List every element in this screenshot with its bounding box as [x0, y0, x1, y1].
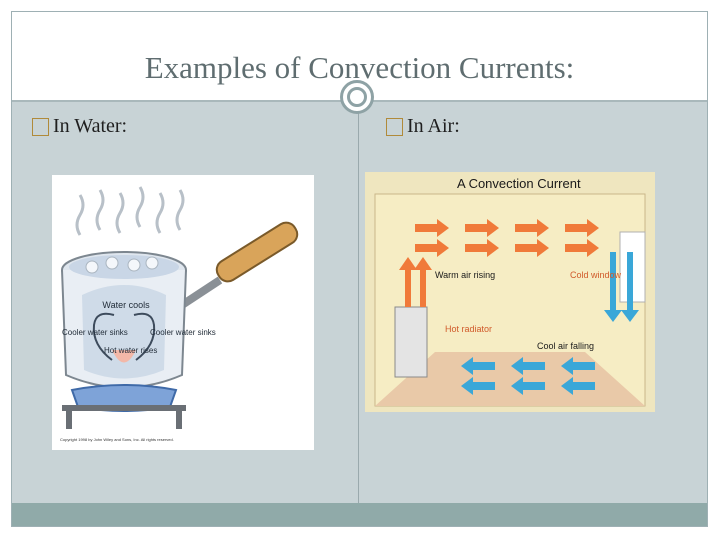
- footer-bar: [12, 503, 707, 526]
- label-hot-radiator: Hot radiator: [445, 324, 492, 334]
- right-bullet-text: In Air:: [407, 115, 460, 137]
- label-cooler-left: Cooler water sinks: [62, 328, 128, 337]
- water-convection-image: Water cools Cooler water sinks Hot water…: [52, 175, 314, 450]
- label-warm-air: Warm air rising: [435, 270, 495, 280]
- radiator-icon: [394, 306, 428, 378]
- label-water-cools: Water cools: [102, 300, 150, 310]
- left-bullet: In Water:: [32, 115, 127, 138]
- label-hot-water: Hot water rises: [104, 346, 157, 355]
- bullet-box-icon: [386, 117, 403, 136]
- room-illustration: A Convection Current: [365, 172, 655, 412]
- burner-icon: [62, 384, 186, 429]
- right-bullet: In Air:: [386, 115, 460, 138]
- label-cooler-right: Cooler water sinks: [150, 328, 216, 337]
- label-cool-air: Cool air falling: [537, 341, 594, 351]
- pan-handle-icon: [179, 221, 299, 309]
- cool-arrows: [461, 252, 639, 395]
- pot-icon: [61, 251, 187, 389]
- copyright-text: Copyright 1998 by John Wiley and Sons, I…: [60, 437, 174, 442]
- left-bullet-text: In Water:: [53, 115, 128, 137]
- column-divider: [358, 102, 359, 503]
- slide-frame: [11, 11, 708, 527]
- air-figure-title: A Convection Current: [457, 176, 581, 191]
- warm-arrows: [399, 219, 599, 307]
- bullet-box-icon: [32, 117, 49, 136]
- pot-illustration: Water cools Cooler water sinks Hot water…: [60, 186, 299, 442]
- air-convection-image: A Convection Current: [365, 172, 655, 412]
- circle-ornament-icon: [340, 80, 374, 114]
- label-cold-window: Cold window: [570, 270, 622, 280]
- steam-icon: [75, 186, 185, 236]
- slide-title: Examples of Convection Currents:: [144, 50, 575, 85]
